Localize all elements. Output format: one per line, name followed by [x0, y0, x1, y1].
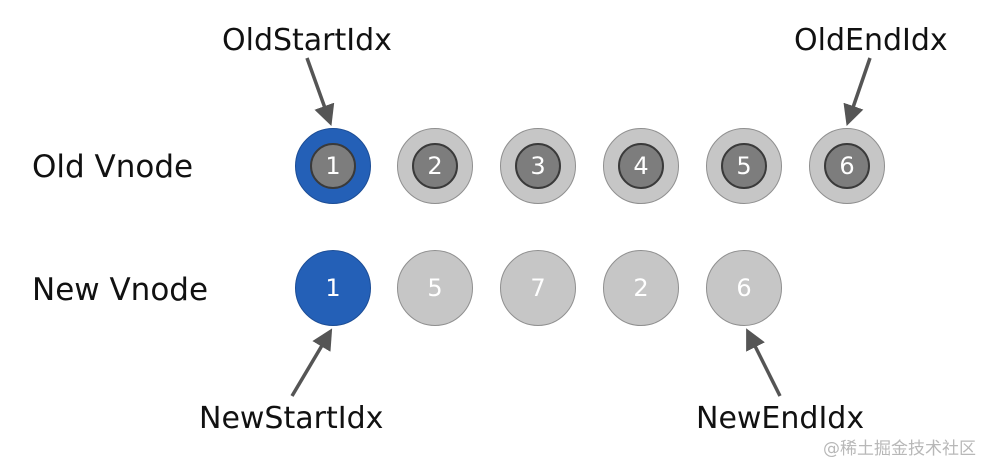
new-start-arrow	[290, 328, 333, 397]
old-node-4: 4	[603, 128, 679, 204]
old-node-2-value: 2	[412, 143, 458, 189]
new-node-2: 5	[397, 250, 473, 326]
new-node-5: 6	[706, 250, 782, 326]
old-start-idx-label: OldStartIdx	[222, 23, 392, 58]
new-node-4: 2	[603, 250, 679, 326]
old-node-2: 2	[397, 128, 473, 204]
old-vnode-label: Old Vnode	[32, 149, 194, 185]
new-node-3: 7	[500, 250, 576, 326]
old-node-1: 1	[295, 128, 371, 204]
old-node-5-value: 5	[721, 143, 767, 189]
old-node-3: 3	[500, 128, 576, 204]
old-node-3-value: 3	[515, 143, 561, 189]
old-node-1-value: 1	[310, 143, 356, 189]
old-node-6-value: 6	[824, 143, 870, 189]
old-node-4-value: 4	[618, 143, 664, 189]
old-end-idx-label: OldEndIdx	[794, 23, 948, 58]
new-node-1: 1	[295, 250, 371, 326]
old-end-arrow	[843, 57, 872, 126]
old-node-5: 5	[706, 128, 782, 204]
old-node-6: 6	[809, 128, 885, 204]
old-start-arrow	[305, 57, 335, 126]
new-start-idx-label: NewStartIdx	[199, 401, 384, 436]
new-end-idx-label: NewEndIdx	[696, 401, 865, 436]
watermark: @稀土掘金技术社区	[823, 439, 976, 459]
new-vnode-label: New Vnode	[32, 272, 209, 308]
new-end-arrow	[746, 328, 782, 397]
